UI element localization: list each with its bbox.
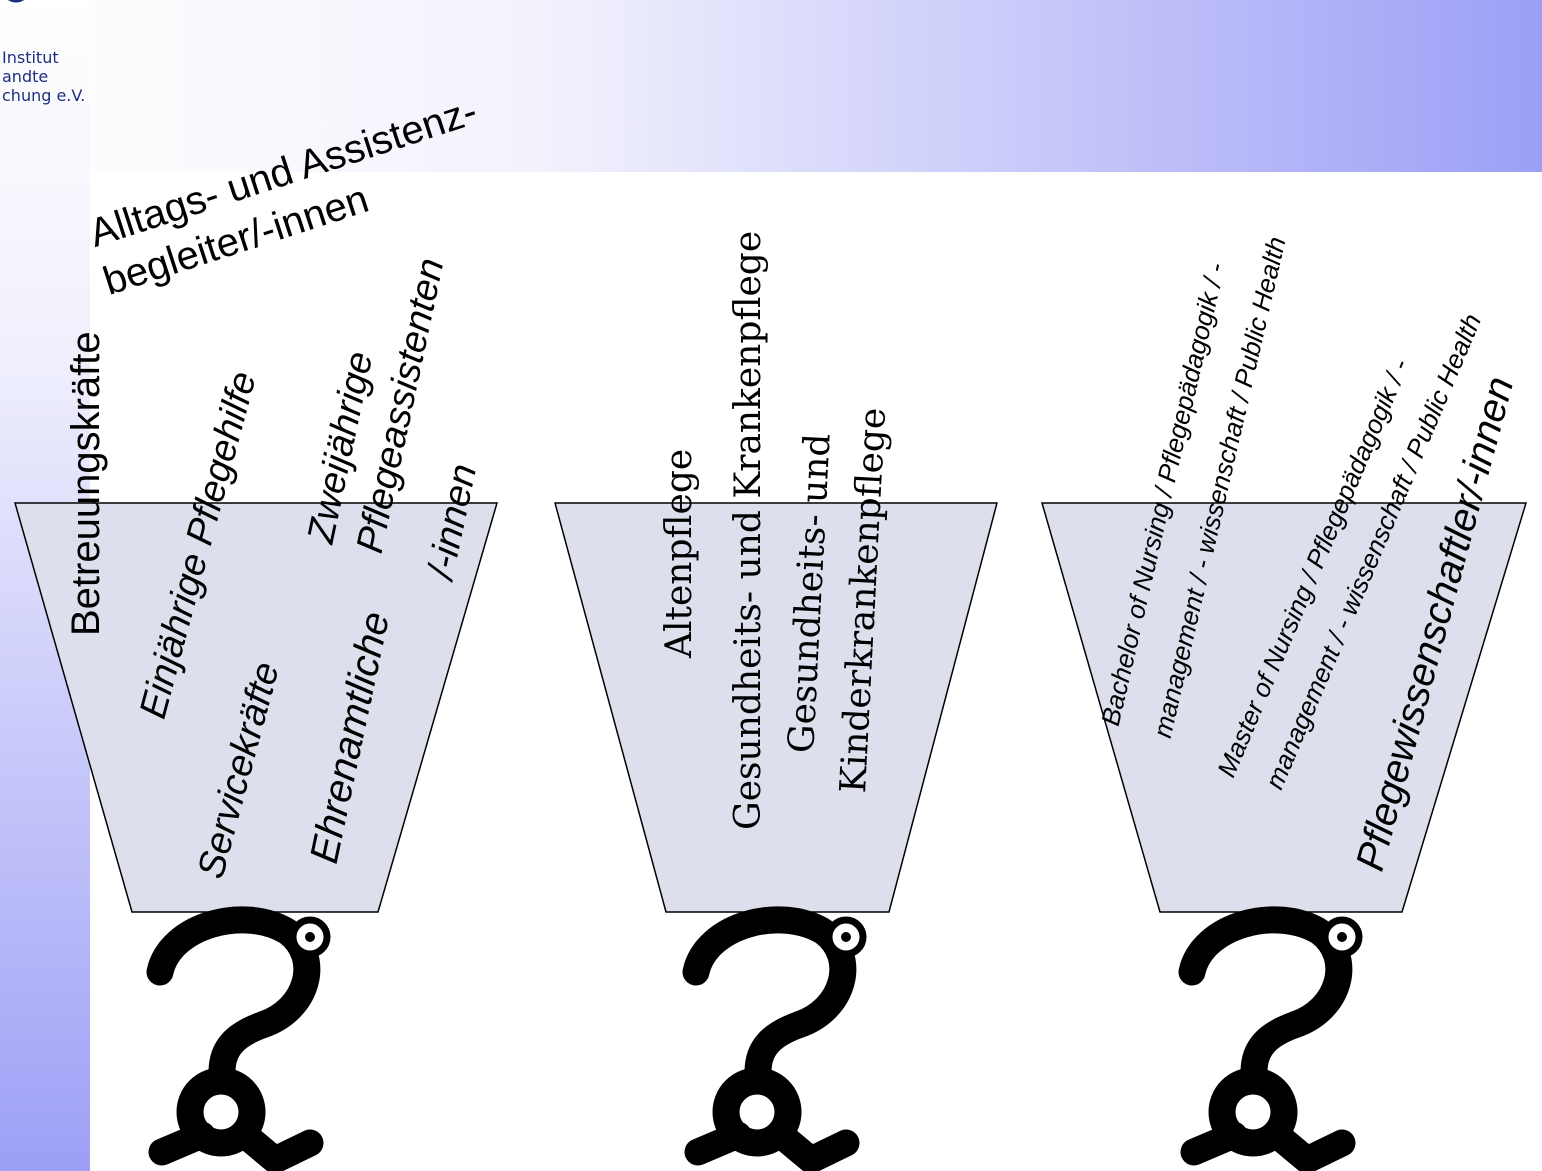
funnel-middle <box>554 502 998 913</box>
label-gesundheits-krankenpflege: Gesundheits- und Krankenpflege <box>728 230 769 830</box>
institute-logo-icon <box>8 0 23 3</box>
funnel-right <box>1041 502 1528 913</box>
top-gradient-band <box>0 0 1542 172</box>
logo-line-1: Institut <box>2 48 59 67</box>
question-mark-figure-icon <box>146 906 331 1171</box>
funnel-left <box>14 502 498 913</box>
logo-line-2: andte <box>2 67 49 86</box>
label-betreuungskraefte: Betreuungskräfte <box>64 331 108 636</box>
label-altenpflege: Altenpflege <box>659 448 700 658</box>
logo-line-3: chung e.V. <box>2 86 86 105</box>
